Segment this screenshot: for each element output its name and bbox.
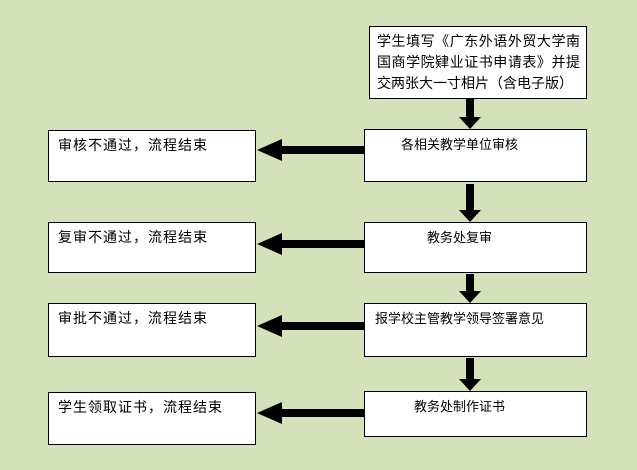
arrow-stem <box>280 409 364 417</box>
arrow-stem <box>466 99 474 118</box>
arrow-stem <box>466 184 474 211</box>
flow-node-leader-approval: 报学校主管教学领导签署意见 <box>364 303 587 357</box>
arrow-head <box>257 315 282 337</box>
down-arrow-icon <box>459 274 481 303</box>
left-arrow-icon <box>257 402 364 424</box>
arrow-head <box>257 139 282 161</box>
arrow-stem <box>466 274 474 292</box>
flow-node-review-fail-end: 审核不通过，流程结束 <box>48 130 256 182</box>
arrow-stem <box>280 322 364 330</box>
flow-node-recheck-fail-end: 复审不通过，流程结束 <box>48 222 256 273</box>
flow-node-make-certificate: 教务处制作证书 <box>364 391 587 437</box>
arrow-stem <box>466 358 474 380</box>
flow-node-office-recheck: 教务处复审 <box>364 222 587 273</box>
arrow-head <box>257 233 282 255</box>
down-arrow-icon <box>459 99 481 129</box>
arrow-head <box>459 210 481 222</box>
flow-node-collect-certificate-end: 学生领取证书，流程结束 <box>48 392 256 445</box>
left-arrow-icon <box>257 233 364 255</box>
down-arrow-icon <box>459 358 481 391</box>
flow-node-approval-fail-end: 审批不通过，流程结束 <box>48 303 256 357</box>
arrow-stem <box>280 240 364 248</box>
flow-node-unit-review: 各相关教学单位审核 <box>364 129 587 182</box>
left-arrow-icon <box>257 139 364 161</box>
arrow-head <box>257 402 282 424</box>
down-arrow-icon <box>459 184 481 222</box>
arrow-head <box>459 291 481 303</box>
flow-node-start: 学生填写《广东外语外贸大学南国商学院肄业证书申请表》并提交两张大一寸相片（含电子… <box>369 26 587 99</box>
arrow-stem <box>280 146 364 154</box>
arrow-head <box>459 379 481 391</box>
arrow-head <box>459 117 481 129</box>
left-arrow-icon <box>257 315 364 337</box>
